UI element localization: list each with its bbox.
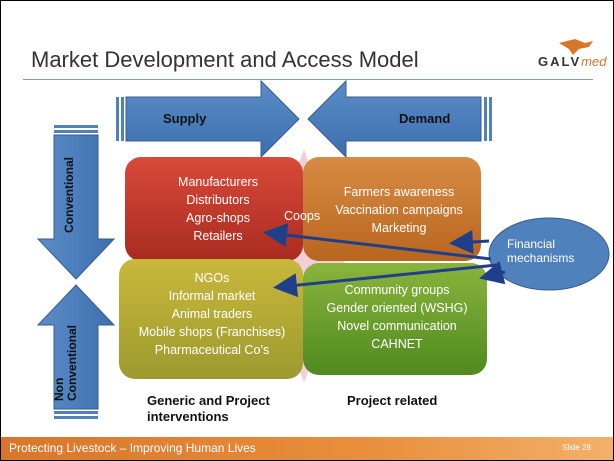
list-item: Community groups <box>344 283 450 297</box>
bird-logo-icon <box>559 39 593 55</box>
box-demand-non-conventional <box>303 263 487 375</box>
list-item: Retailers <box>193 229 243 243</box>
financial-label-line1: Financial <box>507 237 556 251</box>
list-item: Manufacturers <box>178 175 258 189</box>
box-demand-conventional <box>303 157 481 261</box>
demand-non-conventional-list: Community groups Gender oriented (WSHG) … <box>311 281 483 353</box>
box-supply-non-conventional <box>119 259 303 379</box>
list-item: Agro-shops <box>186 211 250 225</box>
list-item: Gender oriented (WSHG) <box>326 301 468 315</box>
footer-bar: Protecting Livestock – Improving Human L… <box>1 437 613 460</box>
generic-interventions-label: Generic and Project interventions <box>147 393 270 425</box>
list-item: Animal traders <box>171 307 253 321</box>
generic-label-line1: Generic and Project <box>147 393 270 408</box>
financial-mechanisms-label: Financial mechanisms <box>507 237 587 265</box>
galvmed-logo <box>559 39 593 55</box>
connector-arrow-to-retailers <box>263 223 492 261</box>
slide-number: Slide 28 <box>562 443 591 452</box>
supply-conventional-list: Manufacturers Distributors Agro-shops Re… <box>153 173 283 245</box>
connector-arrow-to-marketing <box>449 229 490 254</box>
list-item: Marketing <box>371 221 427 235</box>
list-item: Vaccination campaigns <box>335 203 463 217</box>
connector-arrow-to-ngos <box>273 263 498 298</box>
non-conventional-arrow <box>36 284 116 419</box>
list-item: Farmers awareness <box>343 185 455 199</box>
connector-arrow-to-community <box>479 260 506 285</box>
box-supply-conventional <box>125 157 303 261</box>
coops-label: Coops <box>284 209 321 223</box>
conventional-arrow <box>36 125 116 280</box>
list-item: Pharmaceutical Co’s <box>154 343 270 357</box>
logo-text: GALVmed <box>538 54 606 69</box>
supply-arrow <box>116 79 300 159</box>
non-conventional-label-line2: Conventional <box>65 324 79 401</box>
demand-label: Demand <box>399 111 451 126</box>
footer-tagline: Protecting Livestock – Improving Human L… <box>9 441 256 455</box>
project-related-label: Project related <box>347 393 438 408</box>
list-item: NGOs <box>194 271 230 285</box>
conventional-label: Conventional <box>62 156 76 233</box>
title-divider <box>23 79 593 80</box>
list-item: CAHNET <box>371 337 423 351</box>
financial-mechanisms-ellipse <box>488 217 610 291</box>
list-item: Informal market <box>168 289 256 303</box>
logo-main-text: GALV <box>538 54 582 69</box>
generic-label-line2: interventions <box>147 409 229 424</box>
list-item: Mobile shops (Franchises) <box>138 325 286 339</box>
logo-accent-text: med <box>581 54 607 69</box>
market-model-diagram <box>36 79 610 419</box>
demand-conventional-list: Farmers awareness Vaccination campaigns … <box>319 183 479 237</box>
list-item: Distributors <box>186 193 250 207</box>
list-item: Novel communication <box>337 319 457 333</box>
page-title: Market Development and Access Model <box>31 47 419 72</box>
financial-label-line2: mechanisms <box>507 251 575 265</box>
demand-arrow <box>307 79 492 159</box>
supply-label: Supply <box>163 111 207 126</box>
supply-non-conventional-list: NGOs Informal market Animal traders Mobi… <box>127 269 297 359</box>
